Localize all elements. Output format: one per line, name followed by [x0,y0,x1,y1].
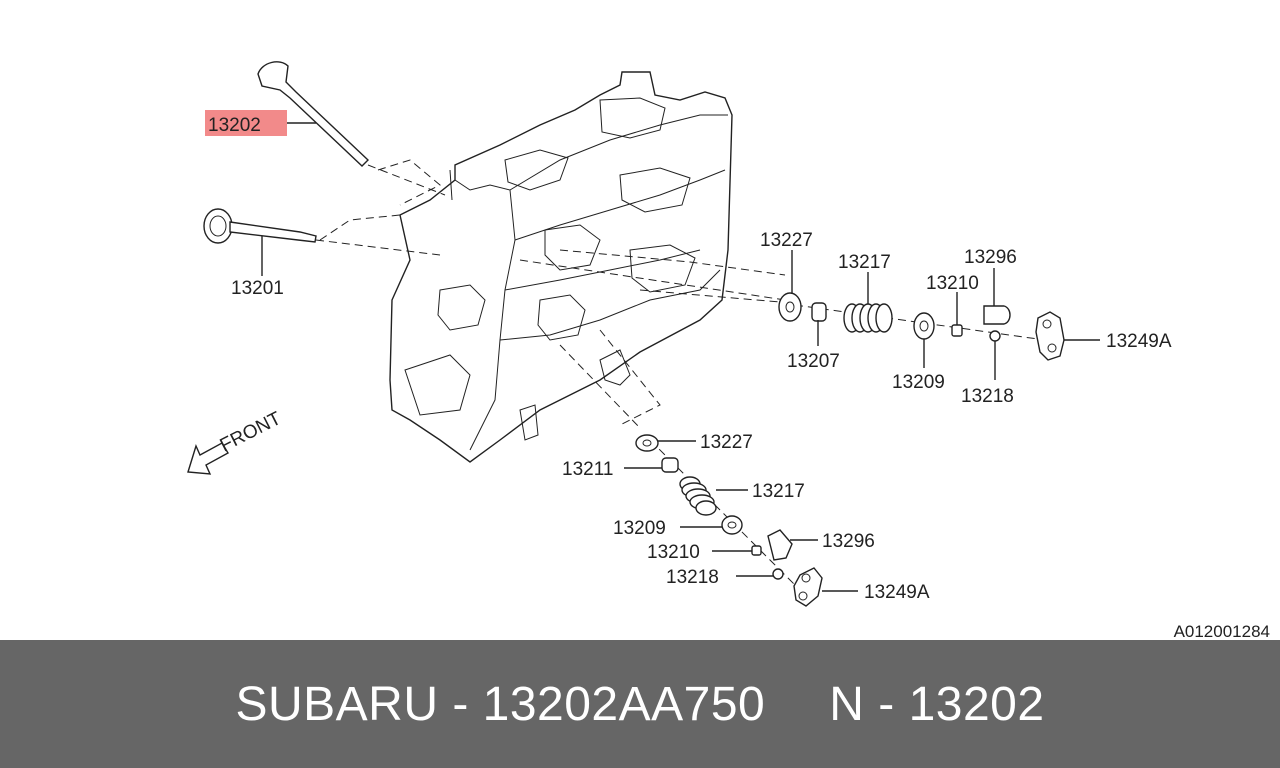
label-13211[interactable]: 13211 [562,459,613,480]
label-13217-lower[interactable]: 13217 [752,481,805,502]
front-label: FRONT [217,408,285,457]
front-arrow-icon [187,442,229,475]
seal-13211 [661,457,679,473]
retainer-13209-b [721,515,743,535]
label-13249a-lower[interactable]: 13249A [864,582,930,603]
shim-13218-b [772,568,784,580]
seal-13207 [811,302,827,322]
rocker-13249a-a [1035,311,1065,361]
label-13218-upper[interactable]: 13218 [961,386,1014,407]
label-13209-upper[interactable]: 13209 [892,372,945,393]
label-13201[interactable]: 13201 [231,278,284,299]
projection-lines [315,159,1046,591]
cylinder-head-drawing [389,71,733,463]
retainer-13209-a [913,312,935,340]
washer-13227-a [778,292,802,322]
label-13209-lower[interactable]: 13209 [613,518,666,539]
lifter-13296-a [983,305,1011,325]
parts-diagram: FRONT 13202 13201 13227 13207 13217 1320… [187,61,1172,607]
label-13218-lower[interactable]: 13218 [666,567,719,588]
label-13210-lower[interactable]: 13210 [647,542,700,563]
label-13296-upper[interactable]: 13296 [964,247,1017,268]
rocker-13249a-b [793,567,823,607]
highlight-box [205,110,287,136]
label-13202[interactable]: 13202 [208,115,261,136]
diagram-reference-code: A012001284 [1173,622,1270,641]
intake-valve-drawing [203,208,317,244]
washer-13227-b [635,434,659,452]
spring-13217-a [843,303,893,333]
label-13207[interactable]: 13207 [787,351,840,372]
label-13296-lower[interactable]: 13296 [822,531,875,552]
shim-13218-a [989,330,1001,342]
exploded-view-drawing: FRONT 13202 13201 13227 13207 13217 1320… [187,61,1172,607]
exhaust-valve-drawing [257,61,370,167]
spring-13217-b [679,476,717,516]
front-arrow: FRONT [187,408,285,475]
diagram-number: N - 13202 [829,677,1045,731]
label-13227-upper[interactable]: 13227 [760,230,813,251]
label-13210-upper[interactable]: 13210 [926,273,979,294]
brand-part-number: SUBARU - 13202AA750 [235,677,766,731]
lifter-13296-b [767,529,793,561]
upper-parts-chain [778,292,1065,361]
keeper-13210-b [751,545,762,556]
label-13217-upper[interactable]: 13217 [838,252,891,273]
keeper-13210-a [951,324,963,337]
label-13249a-upper[interactable]: 13249A [1106,331,1172,352]
footer-bar: SUBARU - 13202AA750 N - 13202 [0,640,1280,768]
label-13227-lower[interactable]: 13227 [700,432,753,453]
lower-parts-chain [635,434,823,607]
